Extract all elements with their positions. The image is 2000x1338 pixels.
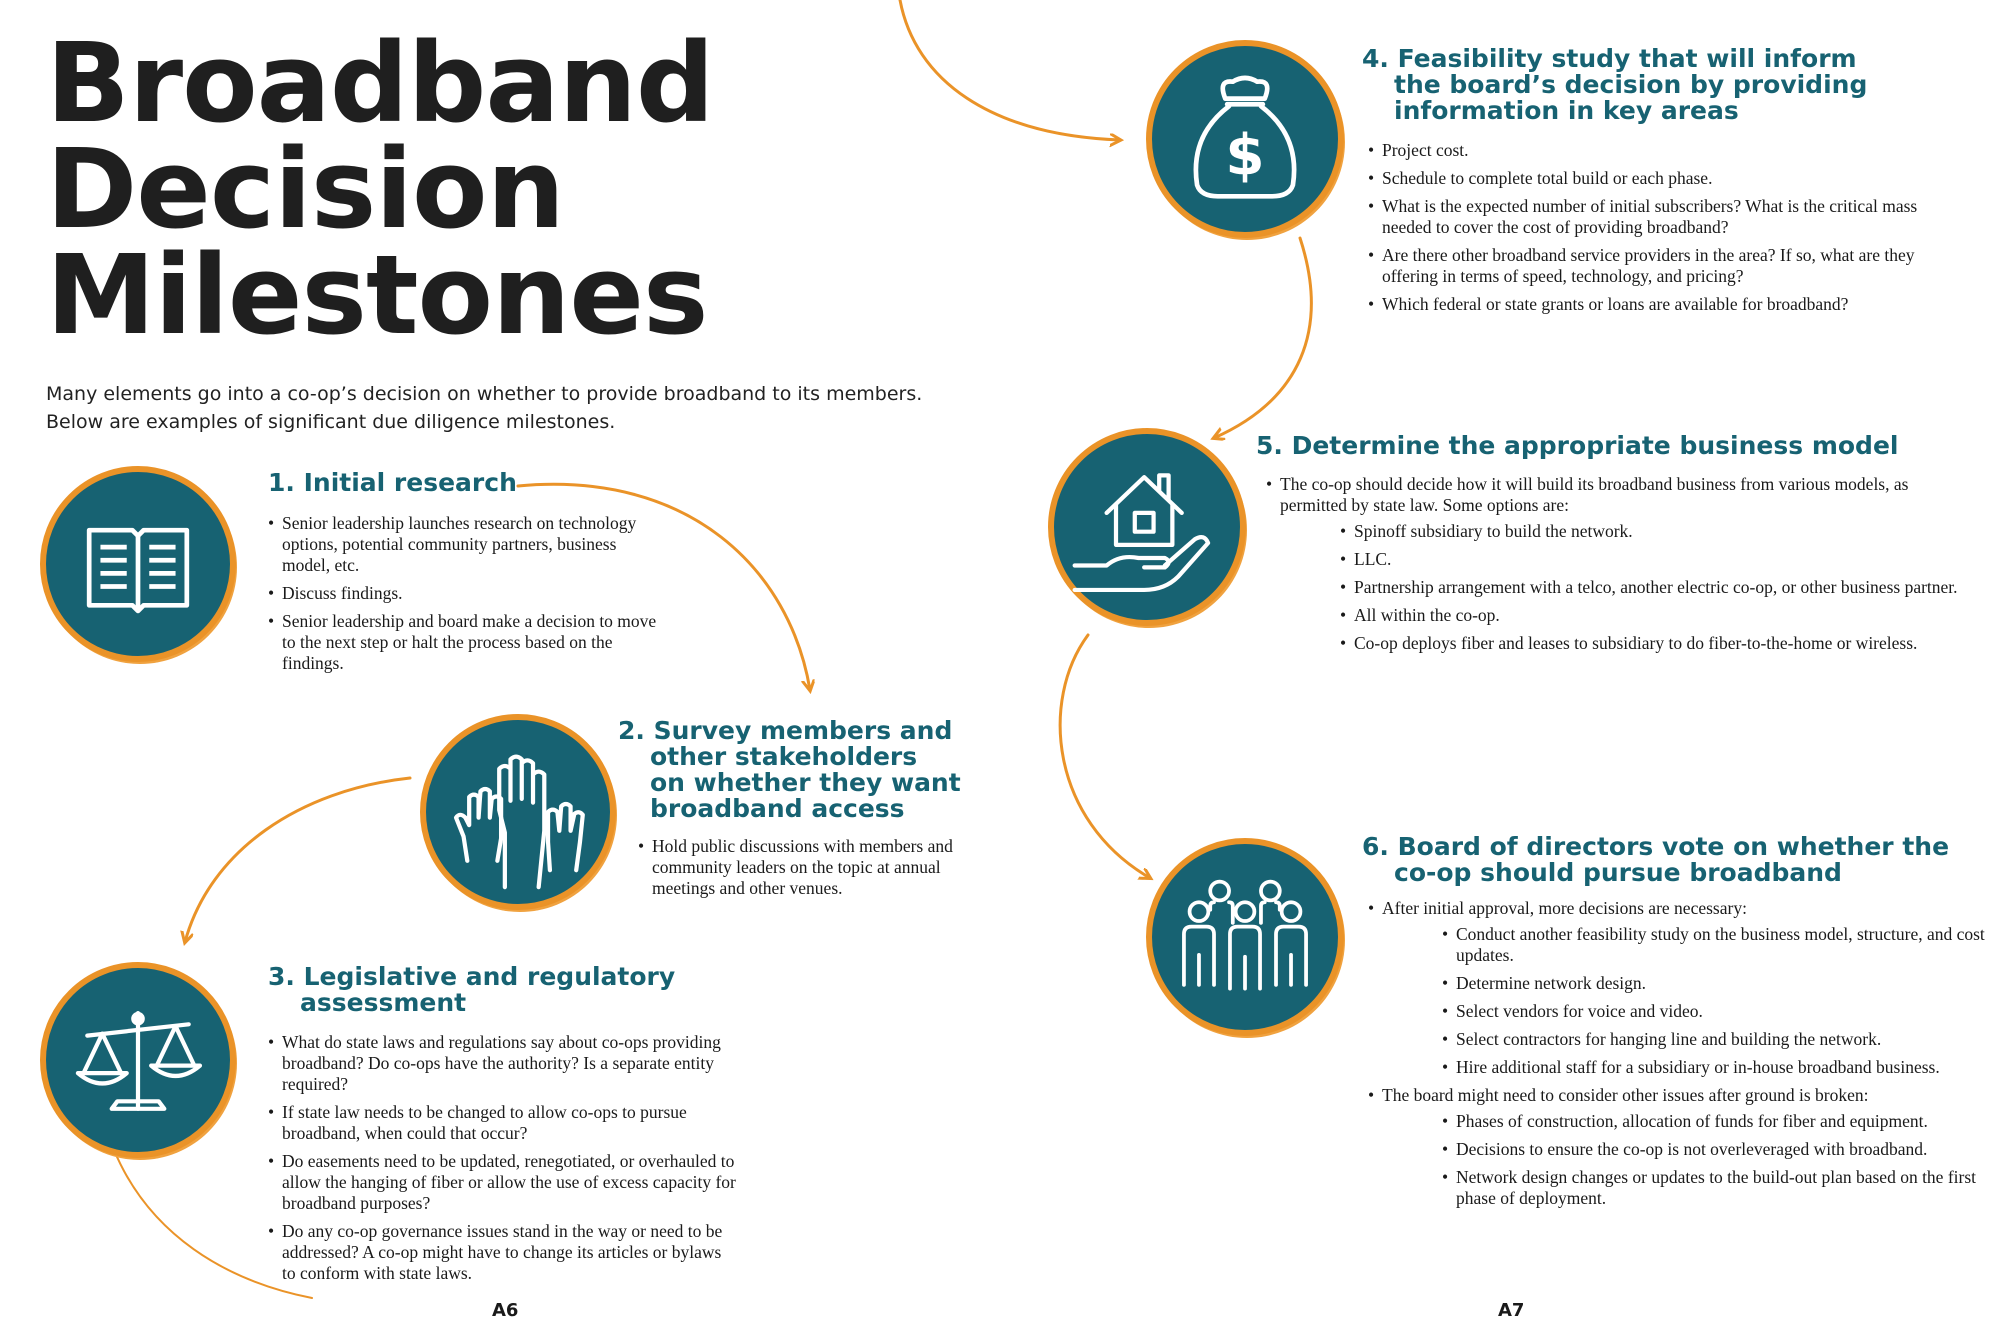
sub-list-item: Phases of construction, allocation of fu… xyxy=(1442,1111,1988,1132)
sub-list-item: Determine network design. xyxy=(1442,973,1988,994)
list-item: Do any co-op governance issues stand in … xyxy=(268,1221,738,1284)
milestone-1-heading: 1. Initial research xyxy=(268,470,517,496)
intro-paragraph: Many elements go into a co-op’s decision… xyxy=(46,383,923,433)
list-item: If state law needs to be changed to allo… xyxy=(268,1102,738,1144)
heading-line: assessment xyxy=(300,988,467,1017)
heading-line: broadband access xyxy=(650,794,905,823)
milestone-1-bullets: Senior leadership launches research on t… xyxy=(268,513,668,681)
milestone-6-bullets: After initial approval, more decisions a… xyxy=(1368,898,1988,1216)
list-item: What is the expected number of initial s… xyxy=(1368,196,1968,238)
list-item: After initial approval, more decisions a… xyxy=(1368,898,1988,1078)
arrow-4-to-5 xyxy=(1214,236,1313,438)
heading-line: co-op should pursue broadband xyxy=(1394,858,1842,887)
milestone-4-heading: 4. Feasibility study that will inform th… xyxy=(1362,46,1867,124)
money-bag-icon: $ xyxy=(1193,75,1297,199)
list-item: Project cost. xyxy=(1368,140,1968,161)
sub-list-item: Partnership arrangement with a telco, an… xyxy=(1340,577,1976,598)
sub-list: Phases of construction, allocation of fu… xyxy=(1382,1111,1988,1209)
milestone-2-heading: 2. Survey members and other stakeholders… xyxy=(618,718,961,822)
heading-line: on whether they want xyxy=(650,768,961,797)
scales-icon xyxy=(75,1010,203,1111)
list-item: The co-op should decide how it will buil… xyxy=(1266,474,1976,654)
dollar-sign-icon: $ xyxy=(1225,123,1264,188)
list-item: Which federal or state grants or loans a… xyxy=(1368,294,1968,315)
sub-list-item: Select vendors for voice and video. xyxy=(1442,1001,1988,1022)
sub-list-item: Conduct another feasibility study on the… xyxy=(1442,924,1988,966)
milestone-1-circle xyxy=(40,466,236,662)
list-item: Discuss findings. xyxy=(268,583,668,604)
arrow-2-to-3 xyxy=(185,776,412,942)
raised-hands-icon xyxy=(453,754,585,890)
arrow-into-4 xyxy=(898,0,1120,140)
list-item: Hold public discussions with members and… xyxy=(638,836,968,899)
milestone-3-bullets: What do state laws and regulations say a… xyxy=(268,1032,738,1291)
heading-line: other stakeholders xyxy=(650,742,918,771)
sub-list-item: Network design changes or updates to the… xyxy=(1442,1167,1988,1209)
milestone-3-heading: 3. Legislative and regulatory assessment xyxy=(268,964,675,1016)
milestone-3-circle xyxy=(40,962,236,1158)
milestone-5-bullets: The co-op should decide how it will buil… xyxy=(1266,474,1976,661)
milestone-5-circle xyxy=(1048,428,1246,626)
house-in-hand-icon xyxy=(1072,473,1211,593)
sub-list-item: All within the co-op. xyxy=(1340,605,1976,626)
page-number-left: A6 xyxy=(492,1300,519,1321)
heading-line: 2. Survey members and xyxy=(618,716,953,745)
group-of-people-icon xyxy=(1182,879,1308,991)
milestone-4-circle: $ xyxy=(1146,40,1344,238)
list-item: What do state laws and regulations say a… xyxy=(268,1032,738,1095)
list-item: Senior leadership and board make a decis… xyxy=(268,611,668,674)
page-number-right: A7 xyxy=(1498,1300,1525,1321)
sub-list-item: Select contractors for hanging line and … xyxy=(1442,1029,1988,1050)
milestone-4-bullets: Project cost. Schedule to complete total… xyxy=(1368,140,1968,322)
open-book-icon xyxy=(86,527,190,614)
heading-line: 5. Determine the appropriate business mo… xyxy=(1256,431,1899,460)
milestone-5-heading: 5. Determine the appropriate business mo… xyxy=(1256,433,1898,459)
milestone-6-heading: 6. Board of directors vote on whether th… xyxy=(1362,834,1949,886)
list-item-text: The board might need to consider other i… xyxy=(1382,1085,1869,1105)
milestone-2-bullets: Hold public discussions with members and… xyxy=(638,836,968,906)
list-item: Schedule to complete total build or each… xyxy=(1368,168,1968,189)
page-title: Broadband Decision Milestones xyxy=(46,19,715,359)
list-item-text: The co-op should decide how it will buil… xyxy=(1280,474,1909,515)
list-item: The board might need to consider other i… xyxy=(1368,1085,1988,1209)
page-title-line: Decision xyxy=(46,125,565,253)
arrow-5-to-6 xyxy=(1058,633,1150,878)
heading-line: 3. Legislative and regulatory xyxy=(268,962,676,991)
milestone-6-circle xyxy=(1146,838,1344,1036)
sub-list-item: Hire additional staff for a subsidiary o… xyxy=(1442,1057,1988,1078)
sub-list-item: LLC. xyxy=(1340,549,1976,570)
heading-line: 1. Initial research xyxy=(268,468,517,497)
heading-line: the board’s decision by providing xyxy=(1394,70,1868,99)
sub-list-item: Spinoff subsidiary to build the network. xyxy=(1340,521,1976,542)
heading-line: 4. Feasibility study that will inform xyxy=(1362,44,1857,73)
list-item: Are there other broadband service provid… xyxy=(1368,245,1968,287)
list-item-text: After initial approval, more decisions a… xyxy=(1382,898,1747,918)
page-title-line: Milestones xyxy=(46,231,708,359)
sub-list-item: Co-op deploys fiber and leases to subsid… xyxy=(1340,633,1976,654)
heading-line: 6. Board of directors vote on whether th… xyxy=(1362,832,1950,861)
page-title-line: Broadband xyxy=(46,19,715,147)
list-item: Senior leadership launches research on t… xyxy=(268,513,668,576)
sub-list-item: Decisions to ensure the co-op is not ove… xyxy=(1442,1139,1988,1160)
sub-list: Spinoff subsidiary to build the network.… xyxy=(1280,521,1976,654)
list-item: Do easements need to be updated, renegot… xyxy=(268,1151,738,1214)
sub-list: Conduct another feasibility study on the… xyxy=(1382,924,1988,1078)
heading-line: information in key areas xyxy=(1394,96,1739,125)
milestone-2-circle xyxy=(420,714,616,910)
